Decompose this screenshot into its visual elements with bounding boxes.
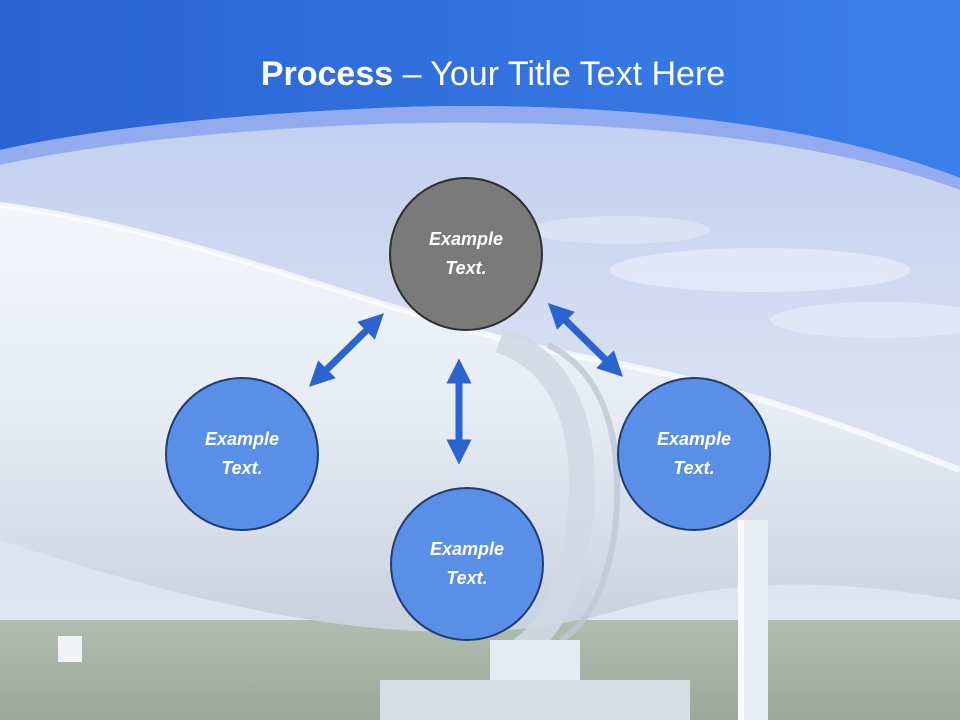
title-bold: Process <box>260 55 394 93</box>
slide-title: Process – Your Title Text Here <box>0 52 960 96</box>
bottom-node: Example Text. <box>390 487 544 641</box>
title-rest: – Your Title Text Here <box>393 55 726 93</box>
right-node-label: Example Text. <box>656 429 732 478</box>
left-node: Example Text. <box>165 377 319 531</box>
center-node-label: Example Text. <box>428 229 504 278</box>
bottom-node-label: Example Text. <box>429 539 505 588</box>
right-node: Example Text. <box>617 377 771 531</box>
center-node: Example Text. <box>389 177 543 331</box>
left-node-label: Example Text. <box>204 429 280 478</box>
